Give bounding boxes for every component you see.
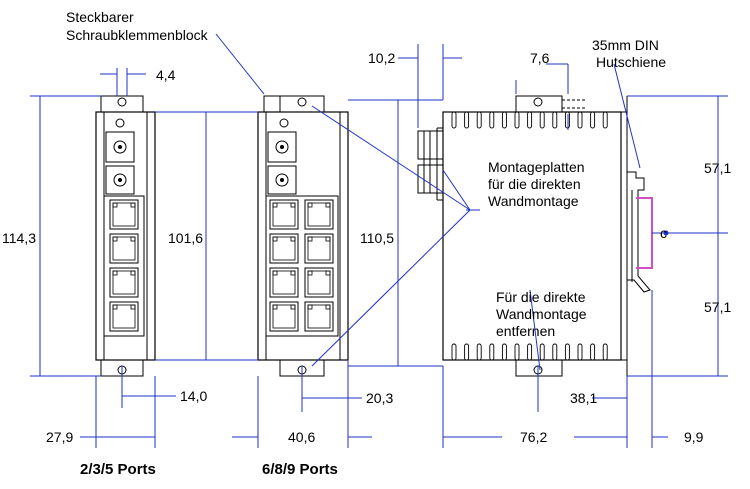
rj45-port xyxy=(109,267,139,298)
fin xyxy=(539,343,545,361)
rj45-port xyxy=(109,301,139,332)
rj45-port xyxy=(269,267,299,298)
rj45-port xyxy=(304,301,334,332)
fin xyxy=(464,111,470,129)
mount-plates-label: für die direkten xyxy=(488,176,581,192)
fin xyxy=(552,111,558,129)
fin xyxy=(489,343,495,361)
din-rail-label: 35mm DIN xyxy=(592,37,659,53)
plug-block-hatched xyxy=(263,95,281,113)
annotations: Steckbarer Schraubklemmenblock 35mm DIN … xyxy=(66,9,666,339)
rj45-ports xyxy=(109,199,139,332)
rj45-port xyxy=(109,233,139,264)
fin xyxy=(501,343,507,361)
sc-port-2 xyxy=(267,165,297,195)
switch-side-view xyxy=(417,95,653,377)
dim-20-3: 20,3 xyxy=(366,390,393,406)
dim-27-9: 27,9 xyxy=(46,429,73,445)
dim-7-6: 7,6 xyxy=(530,50,550,66)
dim-4-4: 4,4 xyxy=(156,67,176,83)
fin xyxy=(590,343,596,361)
cooling-fins-bottom xyxy=(451,343,608,361)
fin xyxy=(527,111,533,129)
side-body xyxy=(442,111,622,361)
din-rail-label: Hutschiene xyxy=(596,54,666,70)
center-mark: c xyxy=(660,225,667,241)
fin xyxy=(602,111,608,129)
rj45-group xyxy=(103,195,145,337)
fin xyxy=(451,343,457,361)
fin xyxy=(527,343,533,361)
dim-38-1: 38,1 xyxy=(570,390,597,406)
dim-101-6: 101,6 xyxy=(168,230,203,246)
switch-large-front-view xyxy=(257,95,349,377)
dim-40-6: 40,6 xyxy=(288,429,315,445)
dim-76-2: 76,2 xyxy=(520,429,547,445)
dim-14-0: 14,0 xyxy=(180,388,207,404)
switch-small-front-view xyxy=(95,95,156,377)
remove-note-label: Für die direkte xyxy=(496,289,586,305)
sc-port-1 xyxy=(105,131,135,163)
sc-port-2 xyxy=(105,165,135,195)
fin xyxy=(514,343,520,361)
led-indicator xyxy=(115,118,125,128)
dim-114-3: 114,3 xyxy=(2,230,36,246)
dim-57-1-top: 57,1 xyxy=(704,160,731,176)
dimension-values: 4,4 10,2 7,6 114,3 101,6 110,5 57,1 57,1… xyxy=(2,50,731,445)
fin xyxy=(476,111,482,129)
rj45-port xyxy=(269,301,299,332)
rj45-port xyxy=(304,233,334,264)
dim-9-9: 9,9 xyxy=(684,429,704,445)
fin xyxy=(514,111,520,129)
fin xyxy=(577,343,583,361)
captions: 2/3/5 Ports 6/8/9 Ports xyxy=(80,461,338,478)
fin xyxy=(489,111,495,129)
rj45-group xyxy=(265,195,339,337)
fin xyxy=(476,343,482,361)
rj45-port xyxy=(304,199,334,230)
fin xyxy=(552,343,558,361)
caption-large-ports: 6/8/9 Ports xyxy=(262,461,338,478)
rj45-port xyxy=(269,199,299,230)
mount-plates-label: Montageplatten xyxy=(488,159,585,175)
caption-small-ports: 2/3/5 Ports xyxy=(80,461,156,478)
fin xyxy=(590,111,596,129)
plug-block-label: Schraubklemmenblock xyxy=(66,27,209,43)
rj45-ports xyxy=(269,199,334,332)
fin xyxy=(564,111,570,129)
fin xyxy=(539,111,545,129)
rj45-port xyxy=(304,267,334,298)
plug-block-label: Steckbarer xyxy=(66,9,134,25)
rj45-port xyxy=(269,233,299,264)
fin xyxy=(464,343,470,361)
sc-port-1 xyxy=(267,131,297,163)
led-indicator xyxy=(279,118,289,128)
dim-10-2: 10,2 xyxy=(368,50,395,66)
fin xyxy=(577,111,583,129)
dim-110-5: 110,5 xyxy=(360,230,394,246)
din-clip xyxy=(627,171,651,293)
fin xyxy=(564,343,570,361)
fin xyxy=(451,111,457,129)
remove-note-label: entfernen xyxy=(496,323,555,339)
fin xyxy=(501,111,507,129)
fin xyxy=(602,343,608,361)
dimension-lines xyxy=(30,33,728,448)
mount-plates-label: Wandmontage xyxy=(488,193,579,209)
cooling-fins-top xyxy=(451,111,608,129)
remove-note-label: Wandmontage xyxy=(496,306,587,322)
rj45-port xyxy=(109,199,139,230)
dim-57-1-bottom: 57,1 xyxy=(704,299,731,315)
mount-hole-top xyxy=(117,97,127,107)
